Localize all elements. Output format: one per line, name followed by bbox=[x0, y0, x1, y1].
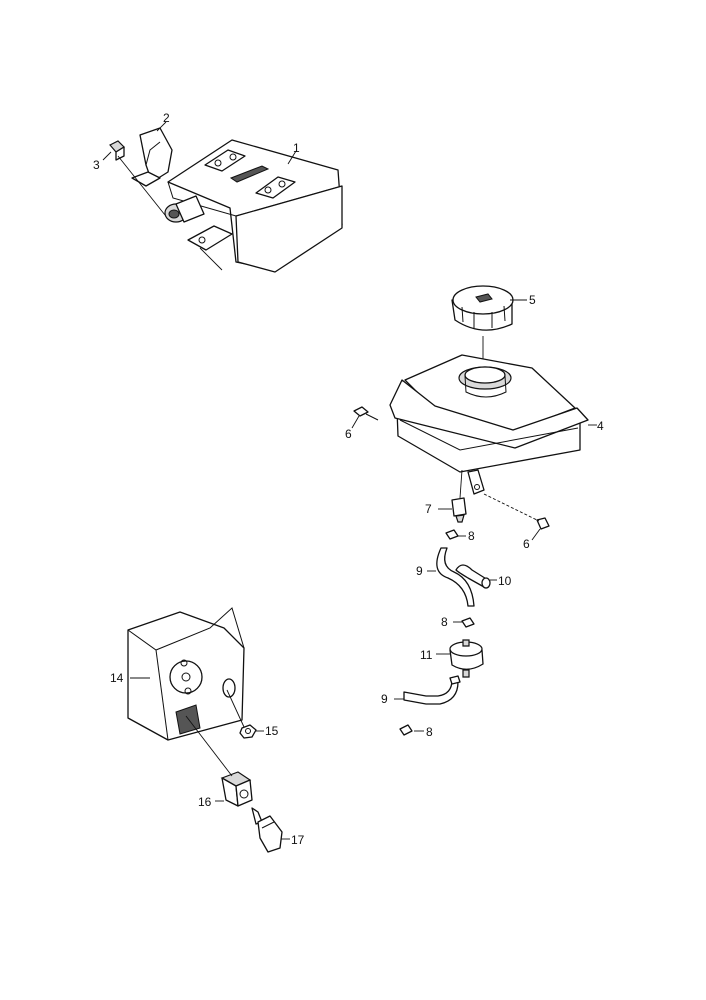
callout-6-left: 6 bbox=[345, 427, 352, 441]
fuel-valve bbox=[451, 497, 467, 523]
callout-6-right: 6 bbox=[523, 537, 530, 551]
callout-16: 16 bbox=[198, 795, 212, 809]
hose-clamp-middle bbox=[461, 617, 475, 628]
fuel-tank bbox=[389, 354, 589, 495]
control-panel bbox=[127, 607, 245, 741]
callout-1: 1 bbox=[293, 141, 300, 155]
callout-11: 11 bbox=[420, 648, 433, 662]
callout-2: 2 bbox=[163, 111, 170, 125]
callout-14: 14 bbox=[110, 671, 124, 685]
ignition-switch bbox=[220, 771, 253, 807]
callout-9-lower: 9 bbox=[381, 692, 388, 706]
callout-17: 17 bbox=[291, 833, 305, 847]
callout-15: 15 bbox=[265, 724, 279, 738]
callout-4: 4 bbox=[597, 419, 604, 433]
fuel-hose-short bbox=[455, 564, 491, 589]
hose-clamp-lower bbox=[399, 724, 413, 736]
muffler-body bbox=[164, 139, 343, 273]
panel-nut bbox=[239, 724, 257, 739]
callout-8-lower: 8 bbox=[426, 725, 433, 739]
tank-bolt-left bbox=[353, 406, 379, 421]
fuel-hose-upper bbox=[436, 547, 475, 607]
callout-3: 3 bbox=[93, 158, 100, 172]
muffler-bolt bbox=[109, 140, 125, 161]
fuel-tank-assembly: 5 4 6 6 bbox=[345, 285, 604, 739]
callout-10: 10 bbox=[498, 574, 512, 588]
callout-9-upper: 9 bbox=[416, 564, 423, 578]
callout-7: 7 bbox=[425, 502, 432, 516]
callout-5: 5 bbox=[529, 293, 536, 307]
control-panel-assembly: 14 15 16 17 bbox=[110, 607, 305, 853]
muffler-assembly: 1 2 3 bbox=[93, 111, 343, 273]
fuel-filter bbox=[449, 639, 484, 678]
callout-8-upper: 8 bbox=[468, 529, 475, 543]
tank-bolt-right bbox=[536, 517, 550, 530]
callout-8-middle: 8 bbox=[441, 615, 448, 629]
fuel-cap bbox=[451, 285, 514, 331]
muffler-guard bbox=[131, 127, 173, 187]
fuel-hose-lower bbox=[403, 675, 461, 705]
hose-clamp-upper bbox=[445, 529, 459, 540]
ignition-key bbox=[251, 807, 283, 853]
